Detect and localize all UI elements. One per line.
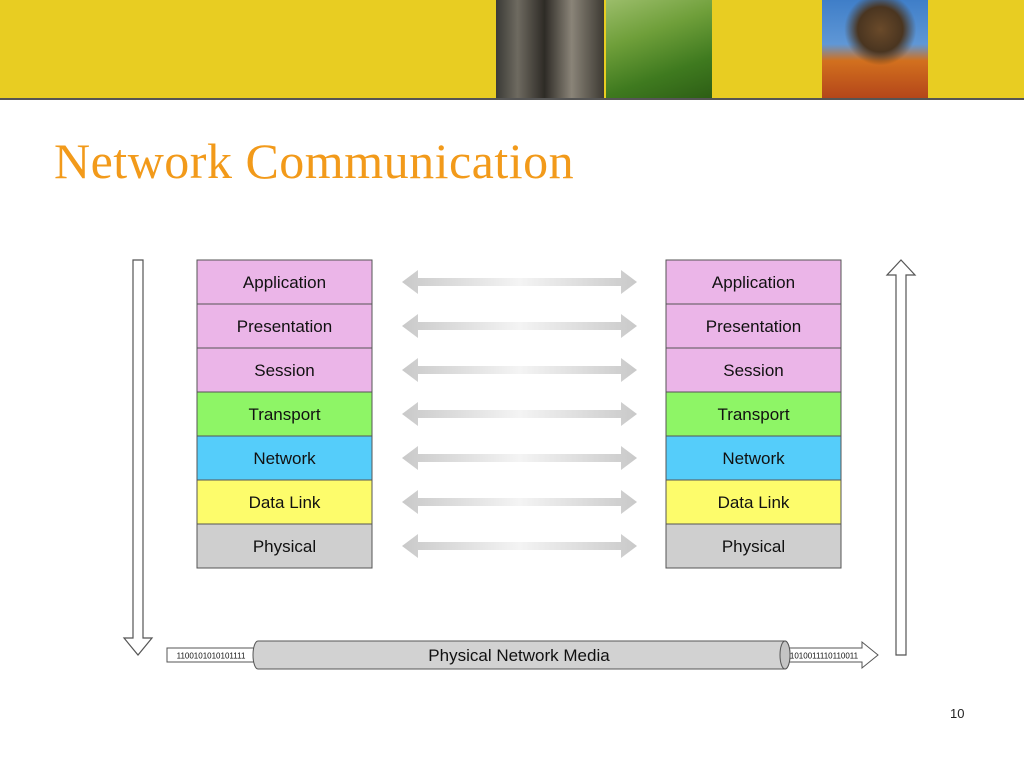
right-layer-stack: ApplicationPresentationSessionTransportN…: [665, 259, 842, 569]
slide-title: Network Communication: [54, 133, 575, 189]
left-layer-label: Transport: [248, 405, 320, 424]
left-layer-stack: ApplicationPresentationSessionTransportN…: [196, 259, 373, 569]
peer-arrow-application: [402, 270, 637, 294]
header-band: [0, 0, 1024, 100]
peer-arrow-physical: [402, 534, 637, 558]
right-layer-presentation: [665, 303, 842, 349]
left-layer-label: Application: [243, 273, 326, 292]
right-layer-label: Presentation: [706, 317, 801, 336]
down-arrow-icon: [122, 259, 154, 656]
up-arrow-icon: [885, 259, 917, 656]
peer-arrow-network: [402, 446, 637, 470]
left-layer-application: [196, 259, 373, 305]
right-layer-label: Data Link: [718, 493, 790, 512]
left-layer-label: Presentation: [237, 317, 332, 336]
left-layer-label: Data Link: [249, 493, 321, 512]
bits-right-text: 1010011110110011: [790, 652, 859, 661]
right-layer-data-link: [665, 479, 842, 525]
right-layer-physical: [665, 523, 842, 569]
right-layer-network: [665, 435, 842, 481]
header-photo-grass: [606, 0, 712, 98]
left-layer-presentation: [196, 303, 373, 349]
peer-arrow-session: [402, 358, 637, 382]
header-photo-curtain: [496, 0, 604, 98]
left-layer-label: Session: [254, 361, 314, 380]
peer-arrow-transport: [402, 402, 637, 426]
right-layer-label: Application: [712, 273, 795, 292]
network-media-label: Physical Network Media: [428, 646, 610, 665]
bits-left-text: 1100101010101111: [177, 652, 246, 661]
left-layer-transport: [196, 391, 373, 437]
left-layer-label: Network: [253, 449, 316, 468]
right-layer-label: Session: [723, 361, 783, 380]
left-layer-physical: [196, 523, 373, 569]
left-layer-label: Physical: [253, 537, 316, 556]
right-layer-application: [665, 259, 842, 305]
right-layer-session: [665, 347, 842, 393]
peer-arrow-presentation: [402, 314, 637, 338]
right-layer-transport: [665, 391, 842, 437]
right-layer-label: Transport: [717, 405, 789, 424]
left-layer-network: [196, 435, 373, 481]
header-photo-tree: [822, 0, 928, 98]
cable-end-right: [779, 640, 791, 670]
right-layer-label: Network: [722, 449, 785, 468]
right-layer-label: Physical: [722, 537, 785, 556]
left-layer-data-link: [196, 479, 373, 525]
page-number: 10: [950, 706, 965, 721]
bit-strip-right-arrow: [783, 640, 879, 670]
peer-arrow-data-link: [402, 490, 637, 514]
peer-arrows: [402, 270, 637, 558]
left-layer-session: [196, 347, 373, 393]
